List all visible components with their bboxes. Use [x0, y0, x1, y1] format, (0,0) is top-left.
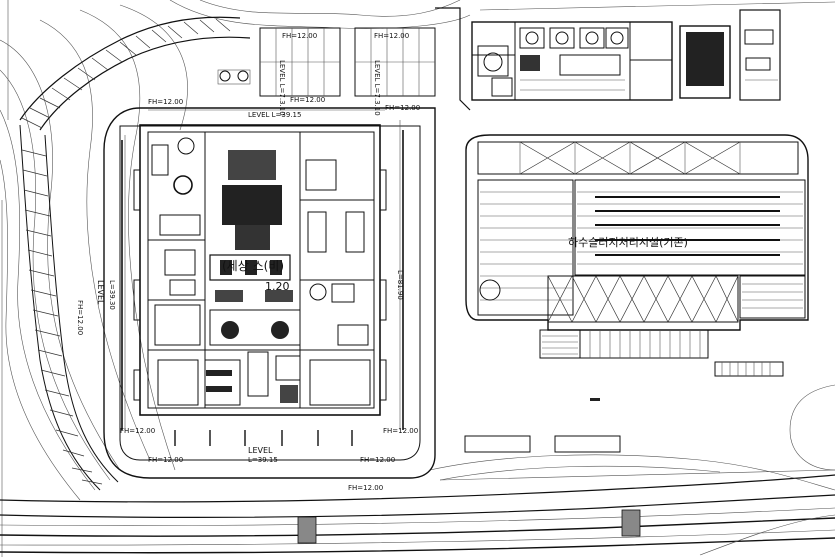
svg-text:하수슬러지처리시설(기존): 하수슬러지처리시설(기존): [568, 235, 688, 249]
svg-text:LEVEL L=7.3.10: LEVEL L=7.3.10: [278, 60, 286, 116]
parking-area: FH=12.00 FH=12.00 FH=12.00 LEVEL L=7.3.1…: [217, 27, 436, 116]
svg-text:L=81.90: L=81.90: [396, 270, 404, 300]
svg-text:LEVEL: LEVEL: [96, 280, 105, 305]
site-boundary: [103, 107, 436, 479]
dimension-lines: FH=12.00 FH=12.00 LEVEL L=39.15 LEVEL L=…: [76, 98, 420, 492]
slope-hatch: [19, 16, 251, 491]
svg-text:FH=12.00: FH=12.00: [383, 427, 418, 435]
svg-text:LEVEL L=39.15: LEVEL L=39.15: [248, 111, 301, 119]
svg-text:LEVEL: LEVEL: [248, 446, 273, 455]
svg-text:LEVEL L=7.3.10: LEVEL L=7.3.10: [373, 60, 381, 116]
svg-text:FH=12.00: FH=12.00: [385, 104, 420, 112]
svg-text:(세상 스(비): (세상 스(비): [222, 259, 284, 273]
top-right-buildings: [471, 1, 835, 101]
svg-text:L=39.30: L=39.30: [108, 280, 116, 310]
main-building: (세상 스(비) 1.20: [133, 124, 387, 416]
svg-text:FH=12.00: FH=12.00: [76, 300, 84, 335]
svg-text:FH=12.00: FH=12.00: [148, 98, 183, 106]
svg-text:FH=12.00: FH=12.00: [290, 96, 325, 104]
svg-text:FH=12.00: FH=12.00: [348, 484, 383, 492]
svg-text:1.20: 1.20: [265, 280, 290, 293]
road-lines: [0, 454, 835, 554]
svg-text:FH=12.00: FH=12.00: [148, 456, 183, 464]
svg-text:FH=12.00: FH=12.00: [120, 427, 155, 435]
svg-text:FH=12.00: FH=12.00: [374, 32, 409, 40]
sludge-building: 하수슬러지처리시설(기존): [464, 134, 809, 453]
bottom-right-contours: [699, 384, 835, 556]
svg-text:FH=12.00: FH=12.00: [282, 32, 317, 40]
svg-text:FH=12.00: FH=12.00: [360, 456, 395, 464]
svg-text:L=39.15: L=39.15: [248, 456, 278, 464]
